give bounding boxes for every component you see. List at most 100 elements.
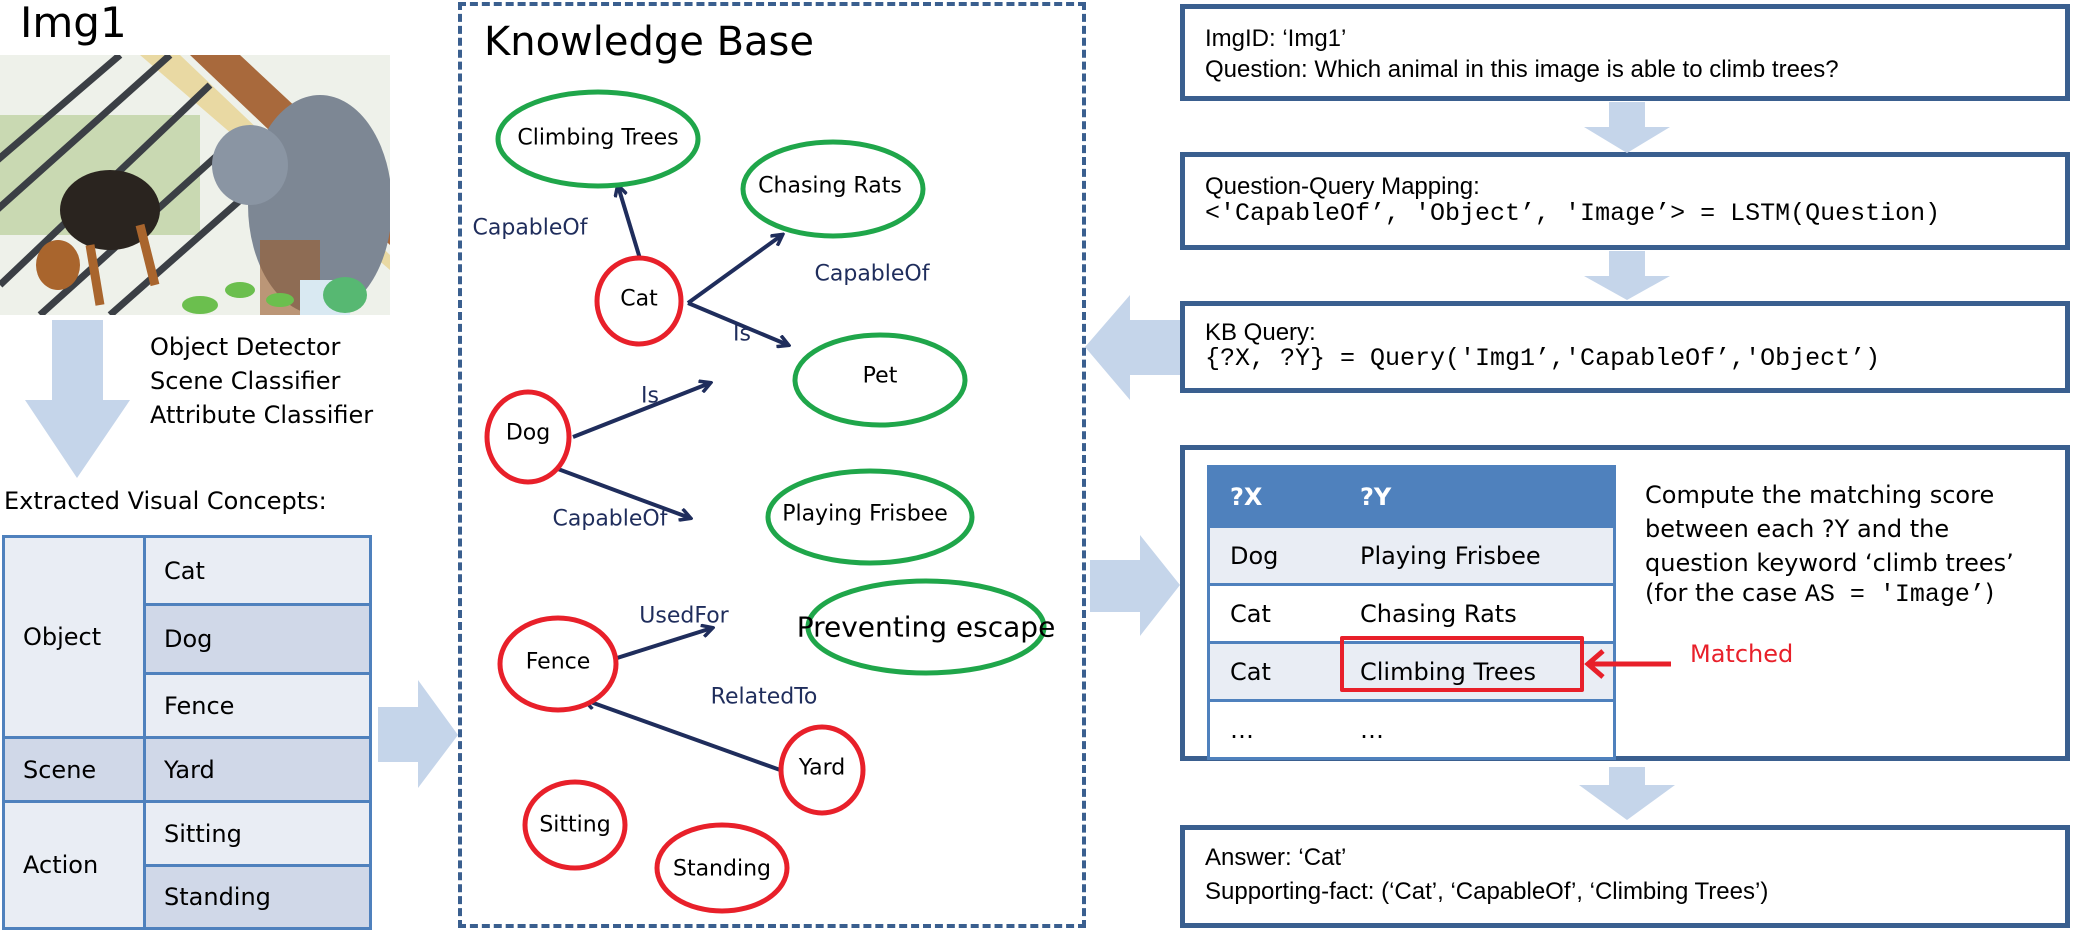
case-code: AS = 'Image’ [1804,580,1985,609]
result-row: Dog Playing Frisbee [1207,525,1616,586]
concept-row: Dog [4,603,372,675]
edge-cat-chasing-rats [686,235,782,305]
edge-cat-pet [687,301,788,345]
visual-concepts-table: Object Cat Dog Fence Scene Yard Action S… [2,535,372,930]
concept-row: Fence [4,672,372,739]
case-suffix: ) [1984,579,1995,607]
header-x: ?X [1207,465,1340,528]
down-arrow-icon [25,320,130,478]
entity-node-cat [594,255,684,347]
entity-node-standing [654,822,790,914]
result-row: Cat Chasing Rats [1207,583,1616,644]
matching-description: Compute the matching score between each … [1645,478,2014,608]
down-arrow-icon [1584,251,1670,300]
matched-label: Matched [1690,640,1794,668]
description-line: between each ?Y and the [1645,515,1950,543]
entity-node-sitting [522,779,628,871]
input-photo [0,55,390,315]
matching-box: ?X ?Y Dog Playing Frisbee Cat Chasing Ra… [1180,445,2070,761]
case-prefix: (for the case [1645,579,1805,607]
step-object-detector: Object Detector [150,333,341,361]
answer-box: Answer: ‘Cat’ Supporting-fact: (‘Cat’, ‘… [1180,825,2070,928]
concept-node-pet [792,332,968,428]
cell-y: … [1340,699,1616,760]
concept-node-playing-frisbee [765,468,975,566]
entity-label: Yard [798,756,846,781]
answer-text: Answer: ‘Cat’ [1205,844,1347,871]
entity-label: Sitting [539,813,610,838]
cell-x: Cat [1207,583,1340,644]
mapping-code: <'CapableOf’, 'Object’, 'Image’> = LSTM(… [1205,199,1941,228]
relation-label-relatedto: RelatedTo [711,685,818,710]
entity-label: Fence [526,650,591,675]
entity-label: Cat [620,287,658,312]
relation-label-capableof: CapableOf [815,262,931,287]
concept-label: Pet [863,364,898,389]
entity-node-dog [484,389,572,485]
concepts-title: Extracted Visual Concepts: [4,487,327,515]
concept-node-preventing-escape [805,578,1047,676]
concept-cell: Fence [143,672,372,739]
concept-row: Action Sitting [2,800,372,930]
cell-y: Playing Frisbee [1340,525,1616,586]
category-cell: Scene [2,736,146,803]
supporting-fact-text: Supporting-fact: (‘Cat’, ‘CapableOf’, ‘C… [1205,878,1769,905]
description-line: Compute the matching score [1645,481,1995,509]
kb-query-code: {?X, ?Y} = Query('Img1’,'CapableOf’,'Obj… [1205,344,1881,373]
mapping-label: Question-Query Mapping: [1205,173,1480,200]
concept-label: Climbing Trees [517,126,678,151]
concept-label: Chasing Rats [758,174,902,199]
question-text: Question: Which animal in this image is … [1205,56,1839,83]
category-cell: Action [2,800,146,930]
result-row: … … [1207,699,1616,760]
down-arrow-icon [1579,767,1675,820]
cell-y: Chasing Rats [1340,583,1616,644]
concept-cell: Standing [143,864,372,930]
concept-label: Preventing escape [797,611,1056,644]
result-header-row: ?X ?Y [1207,465,1616,528]
concept-row: Standing [4,864,372,930]
entity-node-yard [778,724,866,816]
edge-yard-fence [585,700,784,773]
relation-label-capableof: CapableOf [553,507,669,532]
query-result-table: ?X ?Y Dog Playing Frisbee Cat Chasing Ra… [1207,465,1616,760]
matched-cell-highlight [1340,636,1584,692]
step-scene-classifier: Scene Classifier [150,367,341,395]
kb-query-box: KB Query: {?X, ?Y} = Query('Img1’,'Capab… [1180,301,2070,393]
knowledge-graph: Climbing Trees Chasing Rats Pet Playing … [473,89,1056,914]
down-arrow-icon [1584,102,1670,153]
concept-node-chasing-rats [740,139,926,239]
knowledge-base-frame [458,2,1086,928]
cat-dog-photo-illustration [0,55,390,315]
question-box: ImgID: ‘Img1’ Question: Which animal in … [1180,4,2070,101]
concept-row: Object Cat [2,535,372,739]
kb-query-label: KB Query: [1205,319,1316,346]
img-id-text: ImgID: ‘Img1’ [1205,25,1347,52]
concept-cell: Yard [143,736,372,803]
concept-row: Scene Yard [2,736,372,803]
image-title: Img1 [20,0,127,47]
knowledge-base-title: Knowledge Base [484,19,814,65]
concept-label: Playing Frisbee [782,502,948,527]
category-cell: Object [2,535,146,739]
edge-dog-playing-frisbee [557,467,690,518]
step-attribute-classifier: Attribute Classifier [150,401,374,429]
entity-node-fence [497,615,619,713]
pipeline-steps: Object Detector Scene Classifier Attribu… [150,330,373,432]
entity-label: Dog [506,421,550,446]
description-case-line: (for the case AS = 'Image’) [1645,580,2014,608]
relation-label-usedfor: UsedFor [639,604,729,629]
edge-cat-climbing-trees [618,186,643,263]
cell-x: Dog [1207,525,1340,586]
header-y: ?Y [1340,465,1616,528]
concept-cell: Sitting [143,800,372,867]
concept-cell: Cat [143,535,372,606]
right-arrow-icon [1090,535,1180,636]
matched-arrow-icon [1584,649,1671,679]
edge-dog-pet [572,383,710,439]
relation-label-is: Is [641,384,659,409]
concept-node-climbing-trees [495,89,701,189]
right-arrow-icon [378,680,458,788]
entity-label: Standing [673,857,771,882]
cell-x: Cat [1207,641,1340,702]
